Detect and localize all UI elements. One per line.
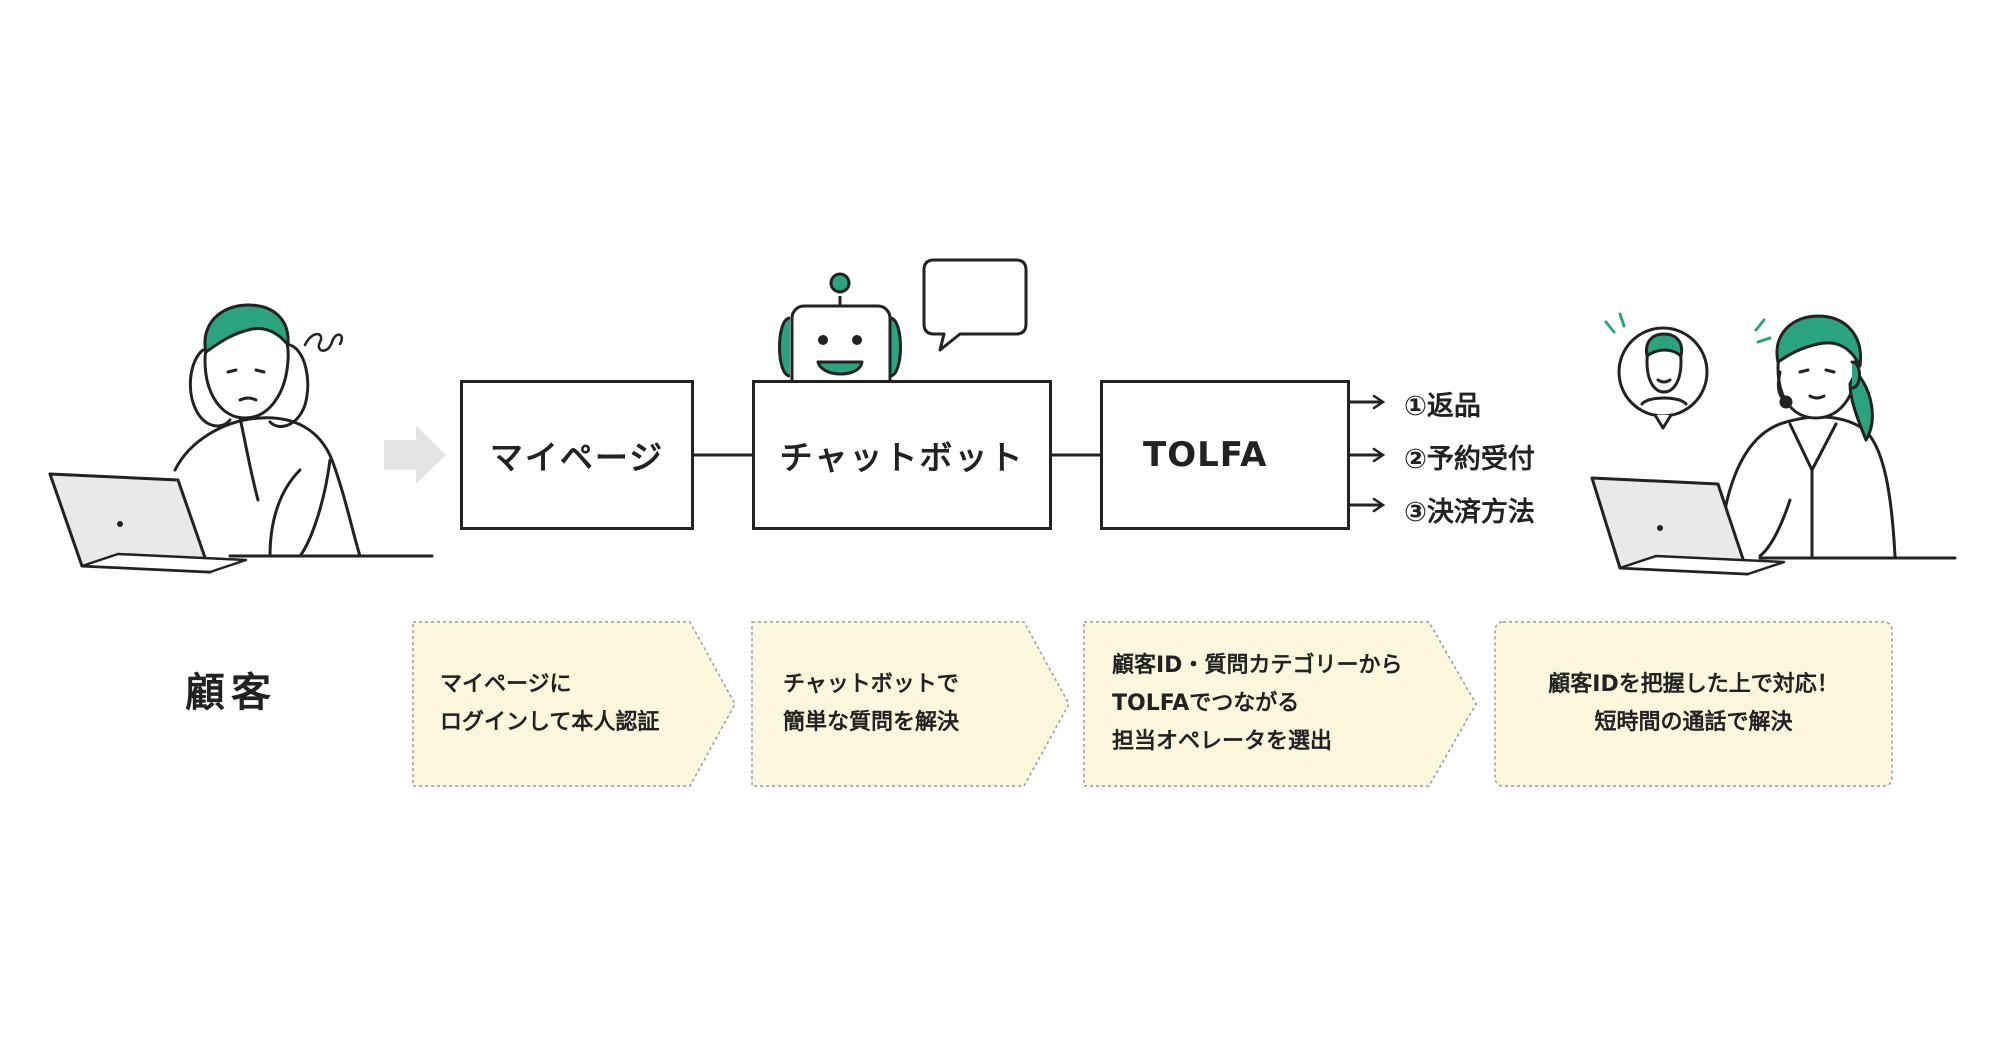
step-note-line: チャットボットで [783,672,959,697]
step-note-line: TOLFAでつながる [1112,691,1300,716]
robot-icon [778,272,902,402]
branch-label-returns: ①返品 [1404,391,1481,422]
step-note-tolfa: 顧客ID・質問カテゴリーから TOLFAでつながる 担当オペレータを選出 [1112,621,1452,787]
step-note-line: ログインして本人認証 [440,710,660,735]
branch-arrowheads [1372,394,1386,513]
step-note-operator: 顧客IDを把握した上で対応！ 短時間の通話で解決 [1495,621,1892,787]
operator-illustration [1718,314,1957,560]
step-note-login: マイページに ログインして本人認証 [440,621,720,787]
step-note-line: 簡単な質問を解決 [783,710,960,735]
step-note-line: マイページに [440,672,572,697]
step-note-line: 担当オペレータを選出 [1112,729,1333,754]
flow-arrow [384,426,446,484]
branch-label-payment: ③決済方法 [1404,497,1535,528]
chatbot-label: チャットボット [779,438,1025,477]
speech-bubble-icon [922,258,1028,352]
step-note-line: 顧客IDを把握した上で対応！ [1548,672,1839,697]
customer-avatar-icon [1604,312,1772,430]
step-note-shapes [412,621,1893,787]
laptop-icon [48,472,248,574]
customer-label: 顧客 [185,670,277,716]
tolfa-box: TOLFA [1100,380,1350,530]
branch-label-reservation: ②予約受付 [1404,444,1535,475]
step-note-chatbot: チャットボットで 簡単な質問を解決 [783,621,1043,787]
mypage-label: マイページ [489,438,665,477]
step-note-line: 顧客ID・質問カテゴリーから [1112,653,1403,678]
laptop-icon [1590,476,1786,576]
chatbot-box: チャットボット [752,380,1052,530]
stressed-customer-illustration [173,303,434,558]
step-note-line: 短時間の通話で解決 [1594,710,1793,735]
tolfa-label: TOLFA [1143,435,1268,475]
mypage-box: マイページ [460,380,694,530]
